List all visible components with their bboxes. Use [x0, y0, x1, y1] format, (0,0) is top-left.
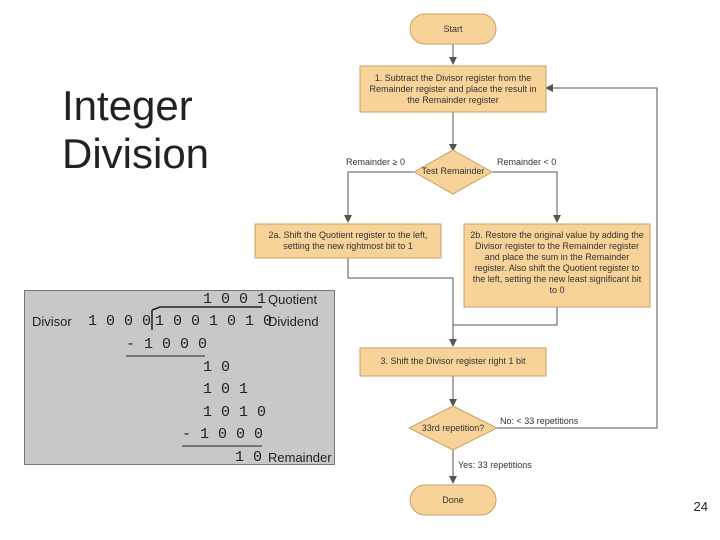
no-branch-label: No: < 33 repetitions — [500, 416, 579, 426]
subtraction-row-1: - 1 0 0 0 — [126, 336, 208, 353]
partial-row-3: 1 0 1 0 — [203, 404, 267, 421]
edge-2b-merge — [453, 307, 558, 326]
remainder-digits: 1 0 — [235, 449, 263, 466]
edge-2a-step3 — [347, 258, 457, 347]
divisor-digits: 1 0 0 0 — [88, 313, 152, 330]
remainder-label: Remainder — [268, 450, 332, 465]
right-branch-label: Remainder < 0 — [497, 157, 557, 167]
step1-box — [359, 65, 547, 113]
dividend-label: Dividend — [268, 314, 319, 329]
step2a-text: 2a. Shift the Quotient register to the l… — [268, 230, 428, 251]
step2b-text: 2b. Restore the original value by adding… — [470, 230, 644, 295]
test-remainder-text: Test Remainder — [421, 166, 485, 176]
step3-text: 3. Shift the Divisor register right 1 bi… — [380, 356, 526, 366]
start-node — [409, 13, 497, 45]
divisor-label: Divisor — [32, 314, 72, 329]
page-number: 24 — [693, 499, 708, 514]
subtraction-row-2: - 1 0 0 0 — [182, 426, 264, 443]
edge-test-2a — [344, 171, 414, 223]
flow-connectors — [344, 44, 658, 484]
division-bracket-top — [151, 306, 262, 311]
test-remainder-diamond — [412, 149, 494, 195]
done-label: Done — [442, 495, 464, 505]
quotient-label: Quotient — [268, 292, 318, 307]
step2a-box — [254, 223, 442, 259]
edge-test-2b — [492, 171, 561, 223]
done-node — [409, 484, 497, 516]
start-label: Start — [443, 24, 463, 34]
left-branch-label: Remainder ≥ 0 — [346, 157, 405, 167]
long-division-example — [24, 290, 335, 465]
step2b-box — [463, 223, 651, 308]
title-line-1: Integer — [62, 82, 193, 129]
partial-row-2: 1 0 1 — [203, 381, 249, 398]
decision-text: 33rd repetition? — [421, 423, 485, 433]
decision-diamond — [407, 405, 499, 451]
quotient-digits: 1 0 0 1 — [203, 291, 267, 308]
edge-no-loop — [497, 84, 658, 429]
yes-branch-label: Yes: 33 repetitions — [458, 460, 532, 470]
dividend-digits: 1 0 0 1 0 1 0 — [155, 313, 273, 330]
step1-text: 1. Subtract the Divisor register from th… — [369, 73, 537, 105]
title-line-2: Division — [62, 130, 210, 177]
step3-box — [359, 347, 547, 377]
slide-title: Integer Division — [62, 82, 209, 178]
partial-row-1: 1 0 — [203, 359, 231, 376]
